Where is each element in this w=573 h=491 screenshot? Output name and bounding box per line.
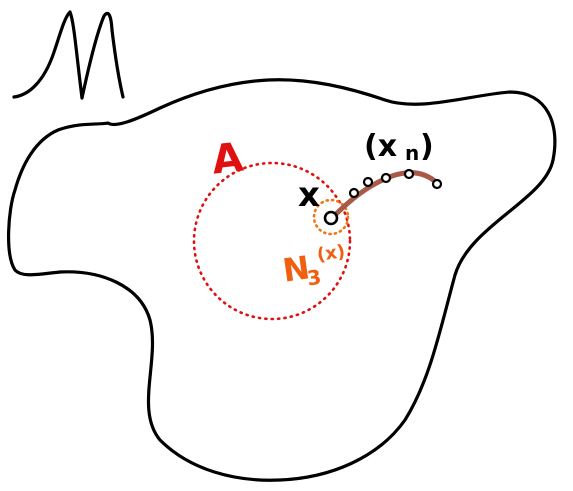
sequence-label-subscript: n <box>405 141 419 165</box>
point-x-marker <box>323 210 339 226</box>
neighborhood-label-argument: (x) <box>316 241 347 266</box>
neighborhood-label-subscript: 3 <box>306 265 323 291</box>
set-a-label: A <box>210 135 246 184</box>
sequence-label-close: ) <box>420 129 434 164</box>
set-a-boundary <box>192 161 352 321</box>
sequence-point <box>362 176 374 188</box>
neighborhood-label-main: N <box>280 248 312 289</box>
sequence-point <box>431 178 443 190</box>
sequence-path <box>329 170 440 221</box>
manifold-boundary <box>7 78 557 482</box>
sequence-point <box>380 172 392 184</box>
sequence-label: (x n ) <box>364 129 434 165</box>
neighborhood-label: N 3 (x) <box>280 241 347 291</box>
point-x-label: x <box>298 175 320 215</box>
sequence-point <box>403 168 415 180</box>
manifold-label-m <box>12 10 125 100</box>
neighborhood-boundary <box>312 198 350 236</box>
sequence-point <box>348 187 360 199</box>
sequence-label-main: (x <box>364 129 397 164</box>
